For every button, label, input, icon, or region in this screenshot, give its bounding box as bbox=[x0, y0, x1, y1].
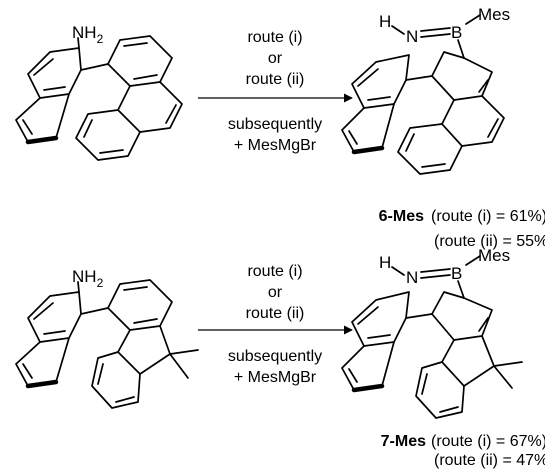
reaction-1-condition-3: route (ii) bbox=[246, 71, 305, 88]
product-7-h-label: H bbox=[379, 253, 391, 272]
compound-7-mes-label: 7-Mes bbox=[381, 433, 426, 450]
product-7-n-label: N bbox=[406, 268, 418, 287]
product-7-mes-structure bbox=[341, 255, 523, 419]
reaction-1-condition-2: or bbox=[268, 50, 283, 67]
reactant-2-amine-label: NH2 bbox=[72, 267, 104, 290]
reaction-2-condition-1: route (i) bbox=[247, 263, 302, 280]
reaction-1: NH2 route (i) or route (ii) subsequently… bbox=[15, 5, 545, 250]
reaction-2-condition-2: or bbox=[268, 284, 283, 301]
product-6-mes-label: Mes bbox=[478, 5, 510, 24]
product-7-b-label: B bbox=[451, 264, 462, 283]
product-6-b-label: B bbox=[451, 23, 462, 42]
reaction-2-condition-3: route (ii) bbox=[246, 305, 305, 322]
reaction-2: NH2 route (i) or route (ii) subsequently… bbox=[15, 246, 545, 469]
reaction-1-condition-5: + MesMgBr bbox=[234, 137, 317, 154]
compound-7-yield-route-ii: (route (ii) = 47%) bbox=[434, 452, 545, 469]
product-6-mes-structure bbox=[341, 14, 505, 175]
product-6-h-label: H bbox=[379, 12, 391, 31]
reaction-1-condition-1: route (i) bbox=[247, 29, 302, 46]
compound-6-yield-route-i: (route (i) = 61%) bbox=[431, 208, 545, 225]
reaction-2-condition-5: + MesMgBr bbox=[234, 369, 317, 386]
reactant-1-amine-label: NH2 bbox=[72, 23, 104, 46]
compound-6-yield-route-ii: (route (ii) = 55%) bbox=[434, 233, 545, 250]
reaction-2-condition-4: subsequently bbox=[228, 348, 322, 365]
product-6-n-label: N bbox=[406, 27, 418, 46]
reactant-2-structure bbox=[15, 279, 199, 409]
compound-7-yield-route-i: (route (i) = 67%) bbox=[431, 433, 545, 450]
compound-6-mes-label: 6-Mes bbox=[379, 208, 424, 225]
reactant-1-structure bbox=[15, 35, 183, 161]
reaction-1-condition-4: subsequently bbox=[228, 116, 322, 133]
product-7-mes-label: Mes bbox=[478, 246, 510, 265]
